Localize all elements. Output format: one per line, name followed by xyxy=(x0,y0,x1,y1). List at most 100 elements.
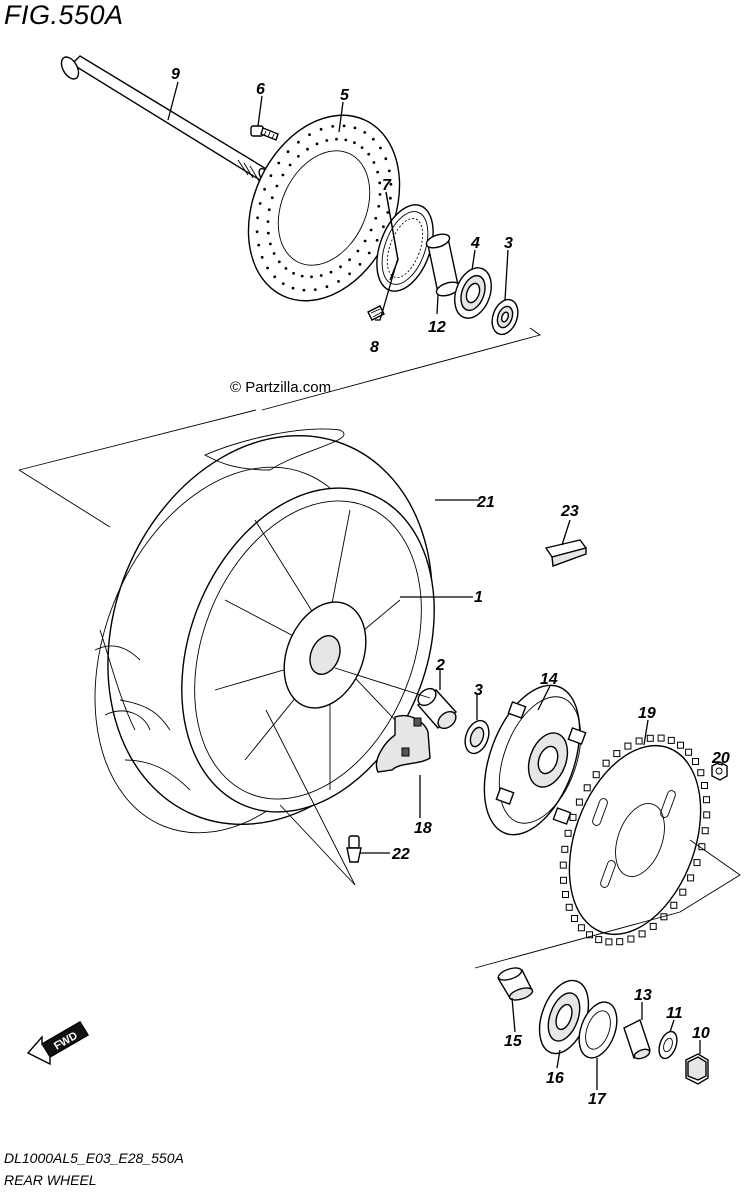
disc-hole xyxy=(319,274,323,277)
fwd-arrow-icon: FWD xyxy=(26,1021,89,1066)
part-22-valve[interactable] xyxy=(346,835,362,863)
sprocket-tooth xyxy=(638,930,646,938)
disc-hole xyxy=(281,173,285,177)
part-20-nut[interactable] xyxy=(711,761,728,781)
disc-hole xyxy=(360,146,364,150)
callout-14: 14 xyxy=(540,671,558,688)
sprocket-tooth xyxy=(657,734,665,742)
leader-lines xyxy=(167,81,724,1090)
callout-5: 5 xyxy=(340,87,350,104)
disc-hole xyxy=(348,258,351,262)
disc-hole xyxy=(356,249,360,253)
sprocket-tooth xyxy=(687,874,695,882)
disc-hole xyxy=(266,220,270,224)
sprocket-tooth xyxy=(616,938,624,946)
fwd-label: FWD xyxy=(52,1030,80,1053)
disc-hole xyxy=(270,196,274,200)
disc-hole xyxy=(281,282,285,285)
disc-hole xyxy=(348,272,351,276)
sprocket-tooth xyxy=(624,742,632,750)
sprocket-tooth xyxy=(605,938,613,946)
callout-4: 4 xyxy=(470,235,480,252)
part-18-damper[interactable] xyxy=(375,715,431,773)
disc-hole xyxy=(288,163,292,167)
part-2-spacer[interactable] xyxy=(415,685,459,732)
disc-hole xyxy=(369,228,373,232)
part-12-spacer[interactable] xyxy=(425,232,462,299)
disc-hole xyxy=(353,141,356,145)
disc-hole xyxy=(382,225,385,229)
part-1-wheel-rim[interactable] xyxy=(136,450,481,850)
part-4-bearing[interactable] xyxy=(448,263,498,323)
disc-hole xyxy=(308,133,311,137)
callout-7: 7 xyxy=(382,177,392,194)
disc-hole xyxy=(258,202,262,205)
sprocket-tooth xyxy=(561,845,569,853)
sprocket-tooth xyxy=(685,748,693,756)
disc-hole xyxy=(297,140,300,144)
callout-2: 2 xyxy=(435,657,445,674)
callout-12: 12 xyxy=(428,319,446,336)
disc-hole xyxy=(292,271,295,275)
sprocket-tooth xyxy=(627,935,635,943)
disc-hole xyxy=(363,239,367,243)
callout-13: 13 xyxy=(634,987,652,1004)
sprocket-tooth xyxy=(559,861,567,869)
disc-hole xyxy=(386,211,390,214)
part-3-oil-seal-lower[interactable] xyxy=(461,717,493,756)
part-13-spacer[interactable] xyxy=(623,1019,651,1060)
figure-name: REAR WHEEL xyxy=(4,1172,97,1188)
disc-hole xyxy=(375,238,379,242)
sprocket-tooth xyxy=(670,901,678,909)
part-10-nut[interactable] xyxy=(685,1053,709,1085)
disc-hole xyxy=(389,182,393,186)
part-19-sprocket[interactable] xyxy=(545,727,725,952)
disc-hole xyxy=(313,288,317,291)
part-14-sprocket-drum[interactable] xyxy=(466,672,598,847)
disc-hole xyxy=(269,242,272,246)
part-17-seal[interactable] xyxy=(572,997,624,1063)
sprocket-tooth xyxy=(701,782,708,789)
disc-hole xyxy=(367,251,371,255)
disc-hole xyxy=(275,184,279,188)
disc-hole xyxy=(256,216,259,220)
disc-hole xyxy=(337,280,340,283)
part-15-spacer[interactable] xyxy=(496,966,534,1003)
disc-hole xyxy=(272,252,276,255)
part-8-screw[interactable] xyxy=(367,305,385,321)
sprocket-tooth xyxy=(693,859,701,867)
disc-hole xyxy=(269,174,273,178)
disc-hole xyxy=(342,124,346,128)
disc-hole xyxy=(387,169,391,173)
disc-hole xyxy=(300,274,304,278)
part-7-sensor-ring[interactable] xyxy=(366,197,444,299)
part-5-brake-disc[interactable] xyxy=(220,91,429,326)
disc-hole xyxy=(358,262,362,266)
disc-hole xyxy=(273,275,277,279)
figure-title: FIG.550A xyxy=(4,0,124,30)
disc-hole xyxy=(286,150,290,154)
part-23-balance-weight[interactable] xyxy=(544,539,588,567)
sprocket-tooth xyxy=(667,736,675,744)
ref-line-lower xyxy=(474,839,741,969)
disc-hole xyxy=(374,216,378,220)
disc-hole xyxy=(371,137,375,141)
part-3-oil-seal-upper[interactable] xyxy=(488,296,523,338)
part-11-washer[interactable] xyxy=(656,1029,681,1061)
part-9-axle[interactable] xyxy=(58,54,271,183)
sprocket-tooth xyxy=(703,811,711,819)
disc-hole xyxy=(384,157,388,161)
disc-hole xyxy=(329,270,333,274)
sprocket-tooth xyxy=(635,737,643,745)
part-6-bolt[interactable] xyxy=(250,125,279,141)
disc-hole xyxy=(372,161,376,164)
figure-code: DL1000AL5_E03_E28_550A xyxy=(4,1150,184,1166)
sprocket-tooth xyxy=(701,827,709,835)
disc-hole xyxy=(263,187,266,191)
disc-hole xyxy=(331,125,335,128)
callout-3-lower: 3 xyxy=(474,682,483,699)
sprocket-tooth xyxy=(703,796,710,804)
disc-hole xyxy=(363,131,367,134)
disc-hole xyxy=(277,260,281,264)
disc-hole xyxy=(297,154,300,158)
